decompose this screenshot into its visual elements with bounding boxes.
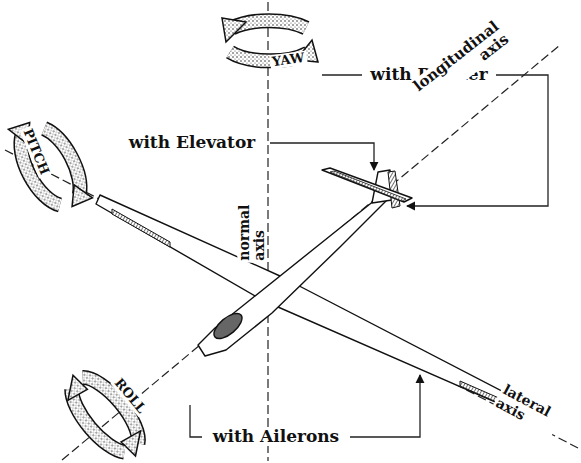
control-label: with Elevator (127, 134, 258, 152)
axis-label: normal axis (237, 201, 266, 263)
axis-lines (5, 2, 578, 461)
roll-arrow (57, 363, 153, 463)
rotation-label: YAW (269, 51, 307, 70)
leader-lines (190, 75, 548, 437)
pitch-arrow (6, 109, 93, 219)
axis-label: lateral axis (492, 382, 564, 439)
control-label: with Ailerons (211, 428, 341, 446)
